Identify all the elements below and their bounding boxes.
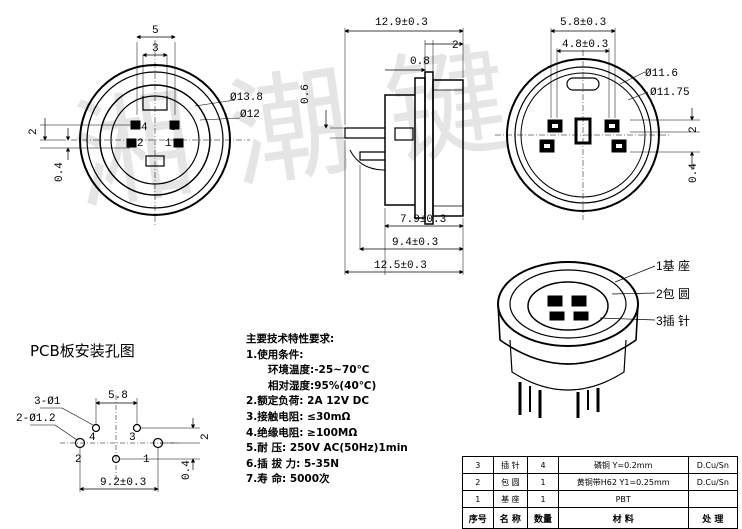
bom-cell: 3 [462, 456, 494, 474]
side-dim-94: 9.4±0.3 [392, 237, 438, 249]
pcb-pin-4: 4 [89, 432, 96, 444]
spec-conditions: 1.使用条件: [246, 348, 304, 361]
pcb-pin-1: 1 [143, 454, 150, 466]
back-view [495, 28, 700, 220]
pcb-title: PCB板安装孔图 [30, 342, 135, 360]
side-dim-79: 7.9±0.3 [400, 214, 446, 226]
side-dim-total: 12.9±0.3 [375, 17, 428, 29]
back-dim-48: 4.8±0.3 [562, 39, 608, 51]
bom-cell [687, 490, 739, 508]
bom-cell: 1 [462, 490, 494, 508]
bom-cell: PBT [557, 490, 689, 508]
bom-header-cell: 处 理 [687, 507, 739, 529]
bom-header-cell: 材 料 [557, 507, 689, 529]
side-dim-06: 0.6 [300, 84, 312, 104]
pcb-dim-04: 0.4 [181, 460, 193, 480]
bom-header-row: 序号 名 称 数量 材 料 处 理 [462, 507, 739, 529]
spec-life: 7.寿 命: 5000次 [246, 473, 330, 486]
pcb-dim-92: 9.2±0.3 [100, 477, 146, 489]
spec-load: 2.额定负荷: 2A 12V DC [246, 395, 370, 408]
front-pin-2: 2 [137, 138, 144, 150]
iso-label-base: 1基 座 [656, 258, 690, 273]
front-dim-left2: 0.4 [54, 162, 66, 182]
bom-cell: D.Cu/Sn [687, 456, 739, 474]
iso-label-shell: 2包 圆 [656, 287, 690, 301]
bom-row: 2 包 圆 1 黄铜带H62 Y1=0.25mm D.Cu/Sn [462, 473, 739, 491]
bom-header-cell: 序号 [462, 507, 494, 529]
side-dim-2: 2 [452, 40, 459, 52]
pcb-hole-pattern [30, 395, 200, 492]
front-view [40, 34, 250, 225]
front-dia-outer: Ø13.8 [230, 92, 263, 104]
front-pin-4: 4 [141, 122, 148, 134]
back-dia-1175: Ø11.75 [650, 87, 690, 99]
watermark: 湘 潮 键 [65, 30, 516, 228]
front-dim-top2: 3 [152, 43, 159, 55]
pcb-dim-58: 5.8 [108, 390, 128, 402]
bom-table: 3 插 针 4 磷铜 Y=0.2mm D.Cu/Sn 2 包 圆 1 黄铜带H6… [462, 456, 739, 529]
pcb-hole-a: 3-Ø1 [34, 396, 61, 408]
bom-cell: 2 [462, 473, 494, 491]
back-dim-04: 0.4 [688, 163, 700, 183]
spec-heading: 主要技术特性要求: [246, 333, 335, 345]
spec-contact-resistance: 3.接触电阻: ≤30mΩ [246, 410, 351, 423]
front-dim-top: 5 [152, 25, 159, 37]
bom-row: 1 基 座 1 PBT [462, 490, 739, 508]
bom-cell: 1 [527, 473, 559, 491]
front-pin-1: 1 [165, 138, 172, 150]
spec-withstand-voltage: 5.耐 压: 250V AC(50Hz)1min [246, 442, 408, 455]
side-view [323, 28, 464, 275]
bom-cell: 基 座 [492, 490, 529, 508]
side-dim-125: 12.5±0.3 [374, 260, 427, 272]
bom-row: 3 插 针 4 磷铜 Y=0.2mm D.Cu/Sn [462, 456, 739, 474]
bom-cell: 插 针 [492, 456, 529, 474]
bom-header-cell: 数量 [527, 507, 559, 529]
spec-env-temp: 环境温度:-25~70℃ [268, 364, 370, 377]
bom-cell: 4 [527, 456, 559, 474]
bom-cell: 包 圆 [492, 473, 529, 491]
spec-humidity: 相对湿度:95%(40℃) [268, 379, 377, 392]
front-dia-inner: Ø12 [240, 109, 260, 121]
pcb-dim-2: 2 [200, 433, 212, 440]
iso-label-pin: 3插 针 [656, 313, 690, 328]
front-pin-3: 3 [170, 122, 177, 134]
bom-cell: 1 [527, 490, 559, 508]
spec-list: 主要技术特性要求: 1.使用条件: 环境温度:-25~70℃ 相对湿度:95%(… [246, 332, 456, 488]
front-dim-left1: 2 [28, 128, 40, 135]
side-dim-08: 0.8 [410, 56, 430, 68]
spec-insulation-resistance: 4.绝缘电阻: ≥100MΩ [246, 426, 358, 439]
bom-cell: 黄铜带H62 Y1=0.25mm [557, 473, 689, 491]
bom-cell: D.Cu/Sn [687, 473, 739, 491]
back-dim-2: 2 [688, 126, 700, 133]
back-dia-116: Ø11.6 [645, 68, 678, 80]
pcb-hole-b: 2-Ø1.2 [16, 413, 56, 425]
back-dim-58: 5.8±0.3 [560, 17, 606, 29]
pcb-pin-3: 3 [129, 432, 136, 444]
pcb-pin-2: 2 [75, 454, 82, 466]
bom-header-cell: 名 称 [492, 507, 529, 529]
bom-cell: 磷铜 Y=0.2mm [557, 456, 689, 474]
isometric-view [497, 261, 656, 418]
spec-insertion-force: 6.插 拔 力: 5-35N [246, 457, 340, 470]
